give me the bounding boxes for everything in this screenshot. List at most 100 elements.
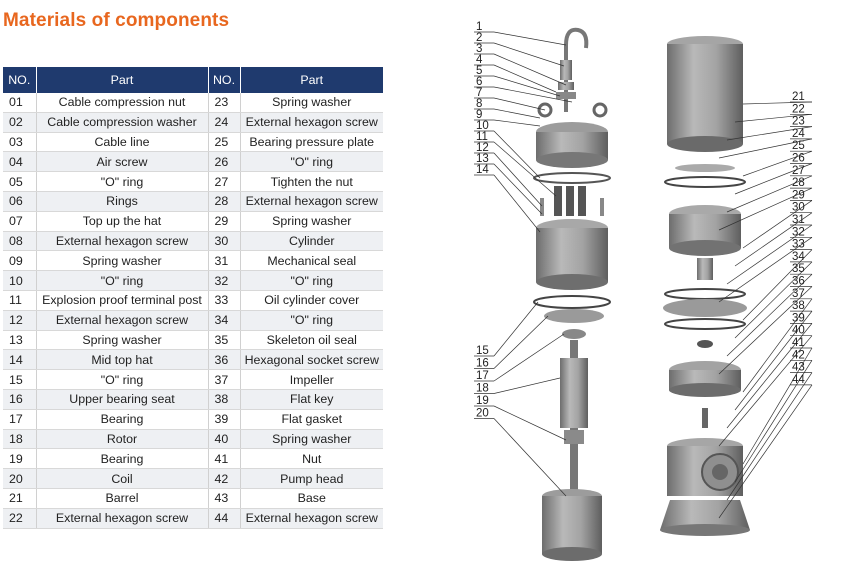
part-name: Spring washer	[240, 429, 383, 450]
coil	[542, 489, 602, 561]
part-name: Bearing	[36, 448, 209, 470]
callout-label: 22	[792, 103, 805, 115]
callout-label: 21	[792, 91, 805, 103]
part-number: 23	[208, 93, 241, 113]
part-number: 37	[208, 369, 241, 390]
part-name: External hexagon screw	[36, 231, 209, 252]
callout-label: 16	[476, 358, 489, 370]
leader-line	[726, 273, 813, 357]
part-name: Cylinder	[240, 231, 383, 252]
part-number: 05	[3, 171, 37, 192]
leader-line	[493, 405, 567, 441]
rotor	[560, 340, 588, 490]
terminal-posts	[533, 172, 611, 216]
pump-head-base	[660, 438, 750, 536]
callout-label: 9	[476, 109, 482, 121]
callout-label: 40	[792, 325, 805, 337]
part-name: Cable line	[36, 132, 209, 153]
part-name: External hexagon screw	[36, 310, 209, 331]
callout-label: 7	[476, 87, 482, 99]
leader-line	[726, 126, 813, 141]
part-number: 36	[208, 349, 241, 371]
part-name: "O" ring	[36, 171, 209, 192]
leader-line	[726, 224, 813, 285]
cable-assembly	[556, 27, 589, 112]
callout-label: 13	[476, 153, 489, 165]
leader-line	[493, 86, 573, 103]
header-part: Part	[36, 67, 209, 93]
part-number: 38	[208, 389, 241, 410]
callout-label: 10	[476, 120, 489, 132]
part-number: 13	[3, 330, 37, 351]
header-no: NO.	[208, 67, 241, 93]
part-name: "O" ring	[240, 310, 383, 331]
leader-line	[726, 175, 813, 213]
callout-label: 14	[476, 164, 489, 176]
part-number: 01	[3, 93, 37, 113]
callout-label: 8	[476, 98, 482, 110]
leader-line	[742, 200, 813, 249]
part-number: 44	[208, 508, 241, 529]
part-name: Nut	[240, 448, 383, 470]
callout-label: 1	[476, 21, 482, 33]
part-name: Impeller	[240, 369, 383, 390]
page-title: Materials of components	[3, 10, 230, 31]
callout-label: 32	[792, 226, 805, 238]
part-name: Cable compression washer	[36, 112, 209, 133]
part-name: Coil	[36, 468, 209, 489]
leader-line	[734, 310, 813, 411]
part-number: 31	[208, 250, 241, 272]
part-name: Oil cylinder cover	[240, 290, 383, 311]
callout-label: 27	[792, 165, 805, 177]
leader-line	[493, 64, 557, 93]
part-name: External hexagon screw	[240, 112, 383, 133]
callout-label: 44	[792, 374, 805, 386]
part-name: Rotor	[36, 429, 209, 450]
header-no: NO.	[3, 67, 37, 93]
part-name: Mid top hat	[36, 349, 209, 371]
callout-label: 29	[792, 189, 805, 201]
leader-line	[734, 113, 813, 123]
part-number: 35	[208, 330, 241, 351]
part-name: "O" ring	[36, 369, 209, 390]
part-number: 19	[3, 448, 37, 470]
callout-label: 38	[792, 300, 805, 312]
callout-label: 23	[792, 116, 805, 128]
part-name: External hexagon screw	[240, 191, 383, 212]
part-name: Barrel	[36, 488, 209, 509]
callout-label: 36	[792, 276, 805, 288]
part-name: Spring washer	[36, 250, 209, 272]
leader-line	[734, 212, 813, 267]
leader-line	[493, 301, 539, 357]
part-number: 08	[3, 231, 37, 252]
leader-line	[493, 119, 541, 127]
part-number: 11	[3, 290, 37, 311]
leader-line	[718, 187, 813, 231]
part-number: 33	[208, 290, 241, 311]
part-number: 03	[3, 132, 37, 153]
part-number: 30	[208, 231, 241, 252]
part-number: 18	[3, 429, 37, 450]
part-number: 40	[208, 429, 241, 450]
leader-line	[493, 418, 567, 497]
part-name: Explosion proof terminal post	[36, 290, 209, 311]
callout-label: 11	[476, 131, 488, 143]
